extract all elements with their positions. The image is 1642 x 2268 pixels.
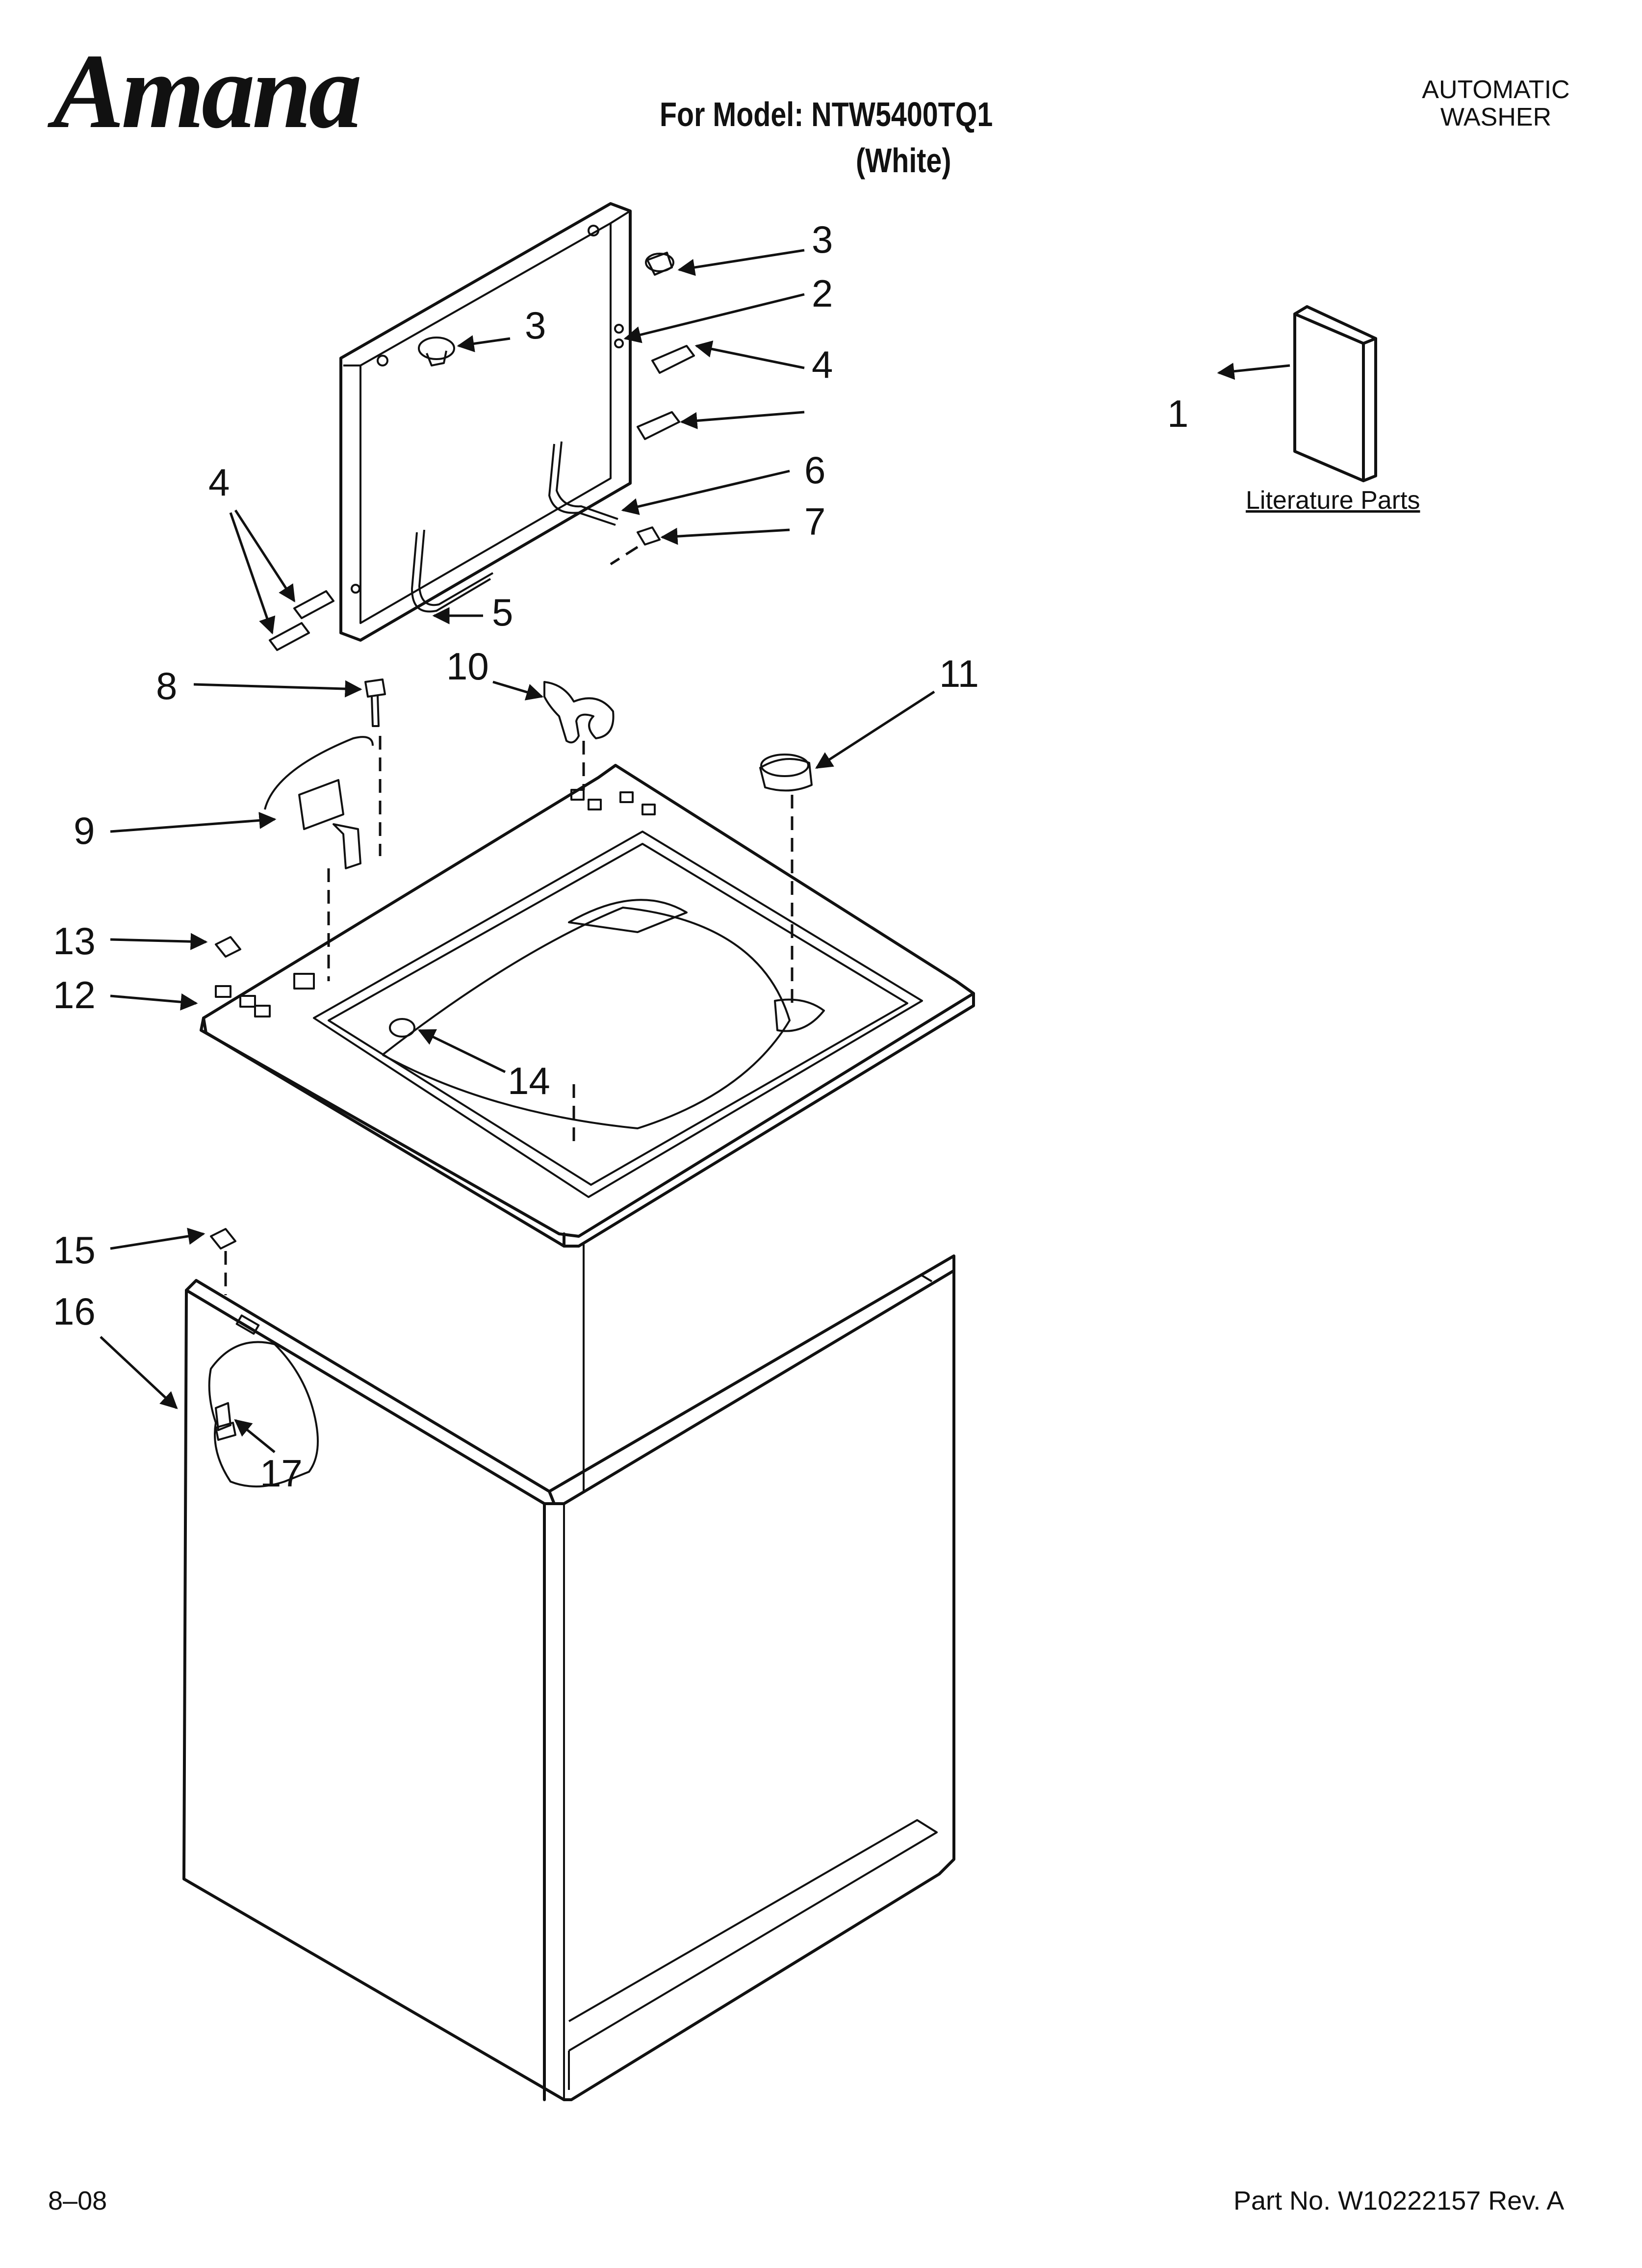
cabinet-screw <box>215 1402 236 1441</box>
callout-3-lower: 3 <box>525 304 546 347</box>
date-code: 8–08 <box>48 2186 107 2216</box>
hinge-screws-right <box>637 345 695 440</box>
callout-10: 10 <box>446 645 489 688</box>
literature-parts-label: Literature Parts <box>1246 486 1420 515</box>
leader-arrows <box>100 249 1290 1453</box>
lid-bumper-lower <box>418 337 455 366</box>
callout-9: 9 <box>74 809 95 852</box>
top-panel-clip <box>215 936 241 958</box>
callout-2: 2 <box>812 272 833 315</box>
model-line: For Model: NTW5400TQ1 <box>660 95 993 133</box>
callout-labels: 1 2 3 3 4 4 5 6 7 8 9 10 11 12 13 14 15 … <box>53 218 1188 1495</box>
callout-7: 7 <box>804 500 825 543</box>
literature-booklet <box>1293 305 1377 482</box>
callout-17: 17 <box>260 1452 303 1495</box>
cabinet-clip <box>210 1228 236 1250</box>
lid-bumper-upper <box>645 252 674 276</box>
document-type-line2: WASHER <box>1440 103 1552 132</box>
assembly-guides <box>224 546 794 1295</box>
callout-4-right: 4 <box>812 343 833 386</box>
callout-11: 11 <box>939 652 979 695</box>
callout-1: 1 <box>1167 392 1188 435</box>
lid-switch-bracket <box>543 681 615 744</box>
callout-4-left: 4 <box>208 461 230 504</box>
callout-15: 15 <box>53 1228 96 1272</box>
lid-frame <box>339 202 632 642</box>
callout-5: 5 <box>492 591 513 634</box>
brand-logo: Amana <box>53 32 362 151</box>
lid-stop-nut <box>637 526 661 546</box>
model-variant: (White) <box>856 141 951 180</box>
top-panel <box>200 764 975 1248</box>
callout-12: 12 <box>53 973 96 1017</box>
callout-6: 6 <box>804 448 825 492</box>
lid-switch-screw <box>364 678 386 727</box>
cabinet <box>182 1244 955 2101</box>
part-number: Part No. W10222157 Rev. A <box>1233 2186 1565 2216</box>
callout-14: 14 <box>508 1059 550 1102</box>
bleach-dispenser-cap <box>759 754 813 792</box>
lid-switch <box>264 736 374 869</box>
callout-16: 16 <box>53 1290 96 1333</box>
document-type: AUTOMATIC WASHER <box>1408 76 1584 131</box>
callout-13: 13 <box>53 919 96 963</box>
document-type-line1: AUTOMATIC <box>1422 76 1570 104</box>
hinge-screws-left <box>269 590 334 651</box>
callout-3-upper: 3 <box>812 218 833 261</box>
callout-8: 8 <box>156 664 177 707</box>
